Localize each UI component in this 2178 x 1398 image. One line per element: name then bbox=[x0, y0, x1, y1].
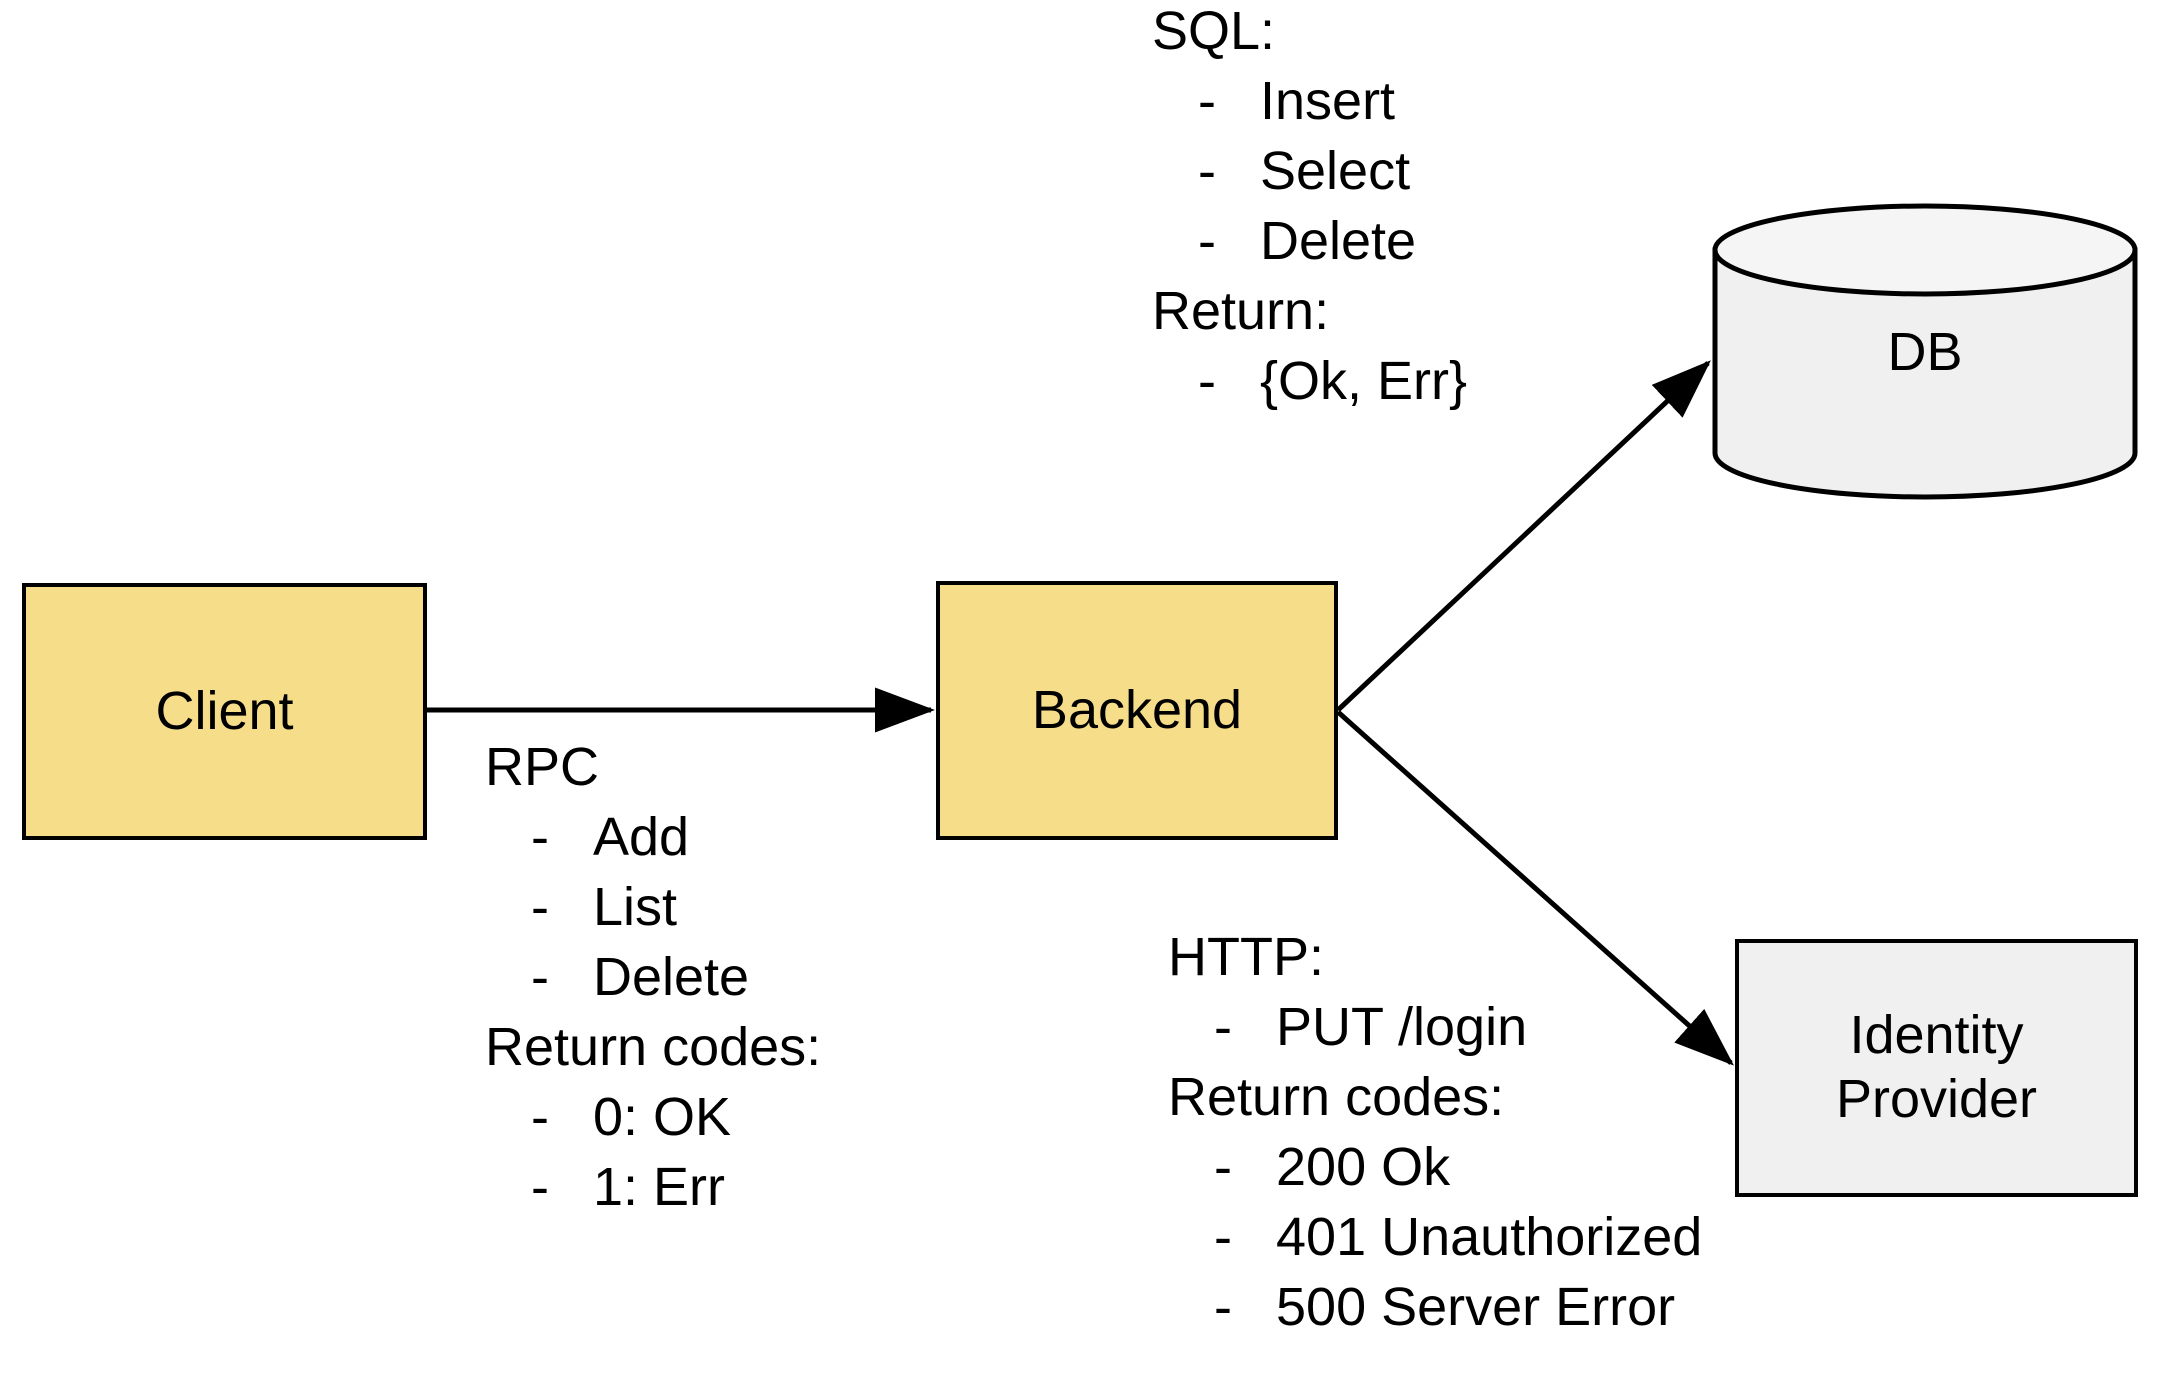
db-cylinder-body bbox=[1712, 247, 2138, 500]
annotation-sql-return-item-label: {Ok, Err} bbox=[1260, 351, 1468, 411]
annotation-sql-item-label: Delete bbox=[1260, 211, 1417, 271]
node-backend[interactable]: Backend bbox=[936, 581, 1338, 840]
annotation-rpc-item: -Add bbox=[485, 810, 821, 864]
bullet-dash-icon: - bbox=[1214, 1207, 1232, 1267]
bullet-dash-icon: - bbox=[531, 1087, 549, 1147]
annotation-rpc-return-item-label: 1: Err bbox=[593, 1157, 726, 1217]
bullet-dash-icon: - bbox=[1198, 141, 1216, 201]
annotation-sql: SQL: -Insert -Select -Delete Return: -{O… bbox=[1152, 4, 1467, 424]
bullet-dash-icon: - bbox=[1198, 351, 1216, 411]
node-db[interactable]: DB bbox=[1712, 203, 2138, 500]
annotation-http-list: -PUT /login bbox=[1168, 1000, 1702, 1054]
bullet-dash-icon: - bbox=[531, 807, 549, 867]
annotation-http-item: -PUT /login bbox=[1168, 1000, 1702, 1054]
bullet-dash-icon: - bbox=[1198, 71, 1216, 131]
annotation-sql-item-label: Insert bbox=[1260, 71, 1396, 131]
annotation-rpc-list: -Add -List -Delete bbox=[485, 810, 821, 1004]
annotation-rpc-return-title: Return codes: bbox=[485, 1017, 822, 1077]
annotation-sql-item: -Delete bbox=[1152, 214, 1467, 268]
annotation-rpc-title: RPC bbox=[485, 737, 600, 797]
node-client[interactable]: Client bbox=[22, 583, 427, 840]
annotation-http-return-list: -200 Ok -401 Unauthorized -500 Server Er… bbox=[1168, 1140, 1702, 1334]
node-identity-provider[interactable]: Identity Provider bbox=[1735, 939, 2138, 1197]
annotation-rpc-return-item: -0: OK bbox=[485, 1090, 821, 1144]
annotation-http-title: HTTP: bbox=[1168, 927, 1324, 987]
annotation-http-return-item-label: 401 Unauthorized bbox=[1276, 1207, 1703, 1267]
annotation-http-return-title: Return codes: bbox=[1168, 1067, 1505, 1127]
annotation-http-return-item-label: 500 Server Error bbox=[1276, 1277, 1676, 1337]
annotation-sql-item-label: Select bbox=[1260, 141, 1411, 201]
annotation-sql-item: -Select bbox=[1152, 144, 1467, 198]
annotation-sql-return-title: Return: bbox=[1152, 281, 1330, 341]
annotation-rpc-return-list: -0: OK -1: Err bbox=[485, 1090, 821, 1214]
annotation-rpc: RPC -Add -List -Delete Return codes: -0:… bbox=[485, 740, 821, 1230]
annotation-http-return-item: -500 Server Error bbox=[1168, 1280, 1702, 1334]
annotation-rpc-item-label: List bbox=[593, 877, 678, 937]
annotation-rpc-return-item: -1: Err bbox=[485, 1160, 821, 1214]
db-cylinder-top bbox=[1712, 203, 2138, 297]
node-identity-provider-label: Identity Provider bbox=[1835, 1005, 2038, 1129]
annotation-http-return-item: -401 Unauthorized bbox=[1168, 1210, 1702, 1264]
bullet-dash-icon: - bbox=[531, 947, 549, 1007]
annotation-sql-return-list: -{Ok, Err} bbox=[1152, 354, 1467, 408]
annotation-sql-item: -Insert bbox=[1152, 74, 1467, 128]
annotation-http-return-item: -200 Ok bbox=[1168, 1140, 1702, 1194]
annotation-rpc-item-label: Delete bbox=[593, 947, 750, 1007]
annotation-rpc-item-label: Add bbox=[593, 807, 690, 867]
node-db-label: DB bbox=[1887, 321, 1963, 382]
bullet-dash-icon: - bbox=[1214, 1277, 1232, 1337]
annotation-http-item-label: PUT /login bbox=[1276, 997, 1528, 1057]
bullet-dash-icon: - bbox=[1214, 1137, 1232, 1197]
annotation-sql-list: -Insert -Select -Delete bbox=[1152, 74, 1467, 268]
bullet-dash-icon: - bbox=[1198, 211, 1216, 271]
annotation-rpc-item: -List bbox=[485, 880, 821, 934]
annotation-rpc-item: -Delete bbox=[485, 950, 821, 1004]
annotation-http: HTTP: -PUT /login Return codes: -200 Ok … bbox=[1168, 930, 1702, 1350]
bullet-dash-icon: - bbox=[531, 877, 549, 937]
annotation-sql-return-item: -{Ok, Err} bbox=[1152, 354, 1467, 408]
annotation-http-return-item-label: 200 Ok bbox=[1276, 1137, 1451, 1197]
annotation-sql-title: SQL: bbox=[1152, 1, 1276, 61]
node-client-label: Client bbox=[155, 680, 294, 741]
bullet-dash-icon: - bbox=[1214, 997, 1232, 1057]
bullet-dash-icon: - bbox=[531, 1157, 549, 1217]
node-backend-label: Backend bbox=[1031, 679, 1243, 740]
annotation-rpc-return-item-label: 0: OK bbox=[593, 1087, 732, 1147]
